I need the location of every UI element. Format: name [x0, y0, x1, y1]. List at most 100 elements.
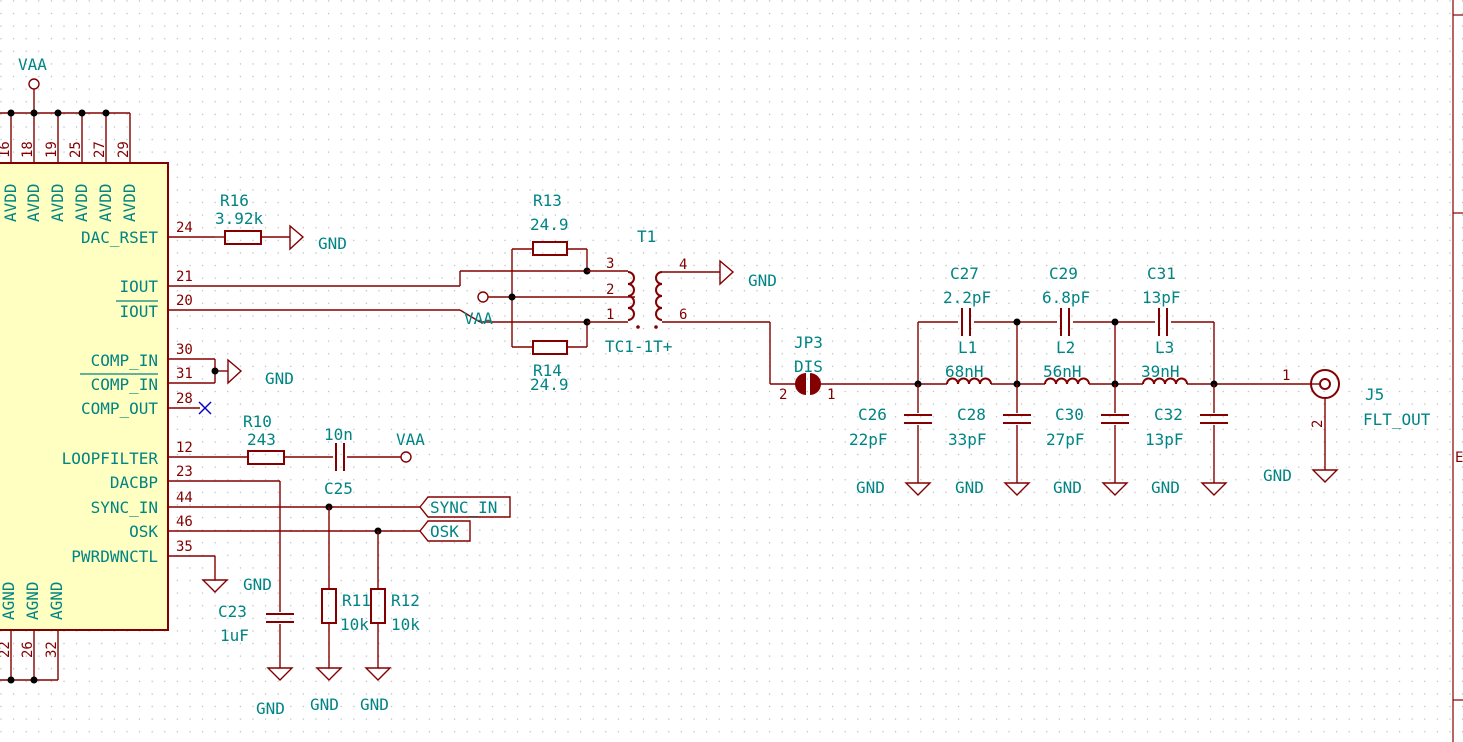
resistor-r14[interactable]: R14 24.9 — [530, 340, 569, 394]
gnd-symbol: GND — [1151, 478, 1228, 497]
resistor-r16[interactable]: R16 3.92k — [215, 191, 290, 245]
dac-ic[interactable] — [0, 162, 169, 631]
gnd-symbol: GND — [856, 478, 932, 497]
pin-name-pwrdwnctl: PWRDWNCTL — [71, 547, 158, 566]
t1-ref: T1 — [637, 227, 656, 246]
gnd-symbol: GND — [256, 667, 294, 718]
inductor-l1[interactable]: L1 68nH — [945, 338, 992, 385]
jumper-jp3[interactable]: JP3 DIS 2 1 — [769, 322, 918, 403]
gnd-label: GND — [856, 478, 885, 497]
pin-num-top: 18 — [20, 141, 36, 158]
pin-num: 23 — [176, 464, 193, 480]
pin-num-top: 25 — [68, 141, 84, 158]
pin-num: 28 — [176, 391, 193, 407]
border-letter: E — [1455, 450, 1463, 466]
agnd-pins: AGND AGND AGND 22 26 32 — [0, 581, 66, 684]
r10-ref: R10 — [243, 412, 272, 431]
pin-name-comp-out: COMP_OUT — [81, 399, 158, 418]
c29-ref: C29 — [1049, 264, 1078, 283]
j5-value: FLT_OUT — [1363, 410, 1431, 429]
pin-num: 21 — [176, 269, 193, 285]
resistor-r11[interactable]: R11 10k GND — [310, 503, 371, 715]
filter-wires — [914, 318, 1310, 483]
t1-pin: 2 — [606, 282, 614, 298]
t1-pin: 6 — [679, 307, 687, 323]
vaa-label: VAA — [464, 309, 493, 328]
r11-value: 10k — [340, 615, 369, 634]
pin-name-osk: OSK — [129, 522, 158, 541]
t1-value: TC1-1T+ — [605, 337, 672, 356]
c29-value: 6.8pF — [1042, 288, 1090, 307]
capacitor-c31[interactable]: C31 13pF — [1142, 264, 1181, 336]
r10-value: 243 — [247, 430, 276, 449]
pin-name-iout-bar: IOUT — [119, 302, 158, 321]
jp3-value: DIS — [794, 357, 823, 376]
t1-pin: 1 — [606, 307, 614, 323]
gnd-symbol: GND — [955, 478, 1031, 497]
vaa-label: VAA — [396, 430, 425, 449]
gnd-label: GND — [265, 369, 294, 388]
capacitor-c23[interactable]: C23 1uF — [218, 481, 294, 668]
resistor-r13[interactable]: R13 24.9 — [530, 191, 569, 256]
pin-name-avdd: AVDD — [48, 183, 67, 222]
pin-num: 24 — [176, 220, 193, 236]
pin-name-avdd: AVDD — [1, 183, 20, 222]
r16-ref: R16 — [220, 191, 249, 210]
pin-name-avdd: AVDD — [72, 183, 91, 222]
pin-name-iout: IOUT — [119, 277, 158, 296]
capacitor-c28[interactable]: C28 33pF — [948, 405, 1031, 449]
osk-label: OSK — [430, 522, 459, 541]
pin-overbars — [80, 300, 158, 375]
r14-ref: R14 — [533, 361, 562, 380]
pin-num: 20 — [176, 293, 193, 309]
inductor-l3[interactable]: L3 39nH — [1141, 338, 1188, 385]
resistor-r10[interactable]: R10 243 — [243, 412, 333, 465]
capacitor-c29[interactable]: C29 6.8pF — [1042, 264, 1090, 336]
resistor-r12[interactable]: R12 10k GND — [360, 527, 420, 715]
jp3-pin: 1 — [827, 387, 835, 403]
gnd-symbol: GND — [289, 224, 347, 253]
iout-network: VAA — [459, 248, 635, 348]
capacitor-c26[interactable]: C26 22pF — [849, 405, 932, 449]
c26-value: 22pF — [849, 430, 888, 449]
c32-ref: C32 — [1154, 405, 1183, 424]
capacitor-c27[interactable]: C27 2.2pF — [943, 264, 991, 336]
comp-in-gnd: GND — [211, 358, 294, 388]
r13-value: 24.9 — [530, 215, 569, 234]
ic-pin-names: DAC_RSET IOUT IOUT COMP_IN COMP_IN COMP_… — [62, 228, 159, 566]
t1-pin: 3 — [606, 256, 614, 272]
pin-num-bottom: 22 — [0, 641, 13, 658]
c30-ref: C30 — [1055, 405, 1084, 424]
c23-value: 1uF — [220, 626, 249, 645]
capacitor-c25[interactable]: 10n C25 VAA — [324, 425, 425, 498]
c31-ref: C31 — [1147, 264, 1176, 283]
capacitor-c30[interactable]: C30 27pF — [1046, 405, 1129, 449]
pin-num: 31 — [176, 366, 193, 382]
pin-num-top: 16 — [0, 141, 13, 158]
gnd-label: GND — [1053, 478, 1082, 497]
inductor-l2[interactable]: L2 56nH — [1043, 338, 1090, 385]
pin-name-comp-in-bar: COMP_IN — [91, 375, 158, 394]
l3-ref: L3 — [1155, 338, 1174, 357]
l2-value: 56nH — [1043, 362, 1082, 381]
gnd-label: GND — [1263, 466, 1292, 485]
vaa-label: VAA — [18, 55, 47, 74]
c28-value: 33pF — [948, 430, 987, 449]
r11-ref: R11 — [342, 591, 371, 610]
t1-pin: 4 — [679, 257, 687, 273]
gnd-label: GND — [310, 695, 339, 714]
pin-name-avdd: AVDD — [24, 183, 43, 222]
connector-j5[interactable]: 1 2 J5 FLT_OUT GND — [1263, 368, 1431, 485]
pin-num-bottom: 32 — [44, 641, 60, 658]
transformer-t1[interactable]: 3 2 1 4 6 T1 TC1-1T+ — [605, 227, 770, 356]
l2-ref: L2 — [1056, 338, 1075, 357]
r16-value: 3.92k — [215, 209, 264, 228]
label-sync-in[interactable]: SYNC_IN — [419, 496, 511, 518]
label-osk[interactable]: OSK — [419, 520, 471, 542]
capacitor-c32[interactable]: C32 13pF — [1145, 405, 1228, 449]
r14-value: 24.9 — [530, 375, 569, 394]
r12-value: 10k — [391, 615, 420, 634]
j5-ref: J5 — [1365, 385, 1384, 404]
pin-num-top: 19 — [44, 141, 60, 158]
